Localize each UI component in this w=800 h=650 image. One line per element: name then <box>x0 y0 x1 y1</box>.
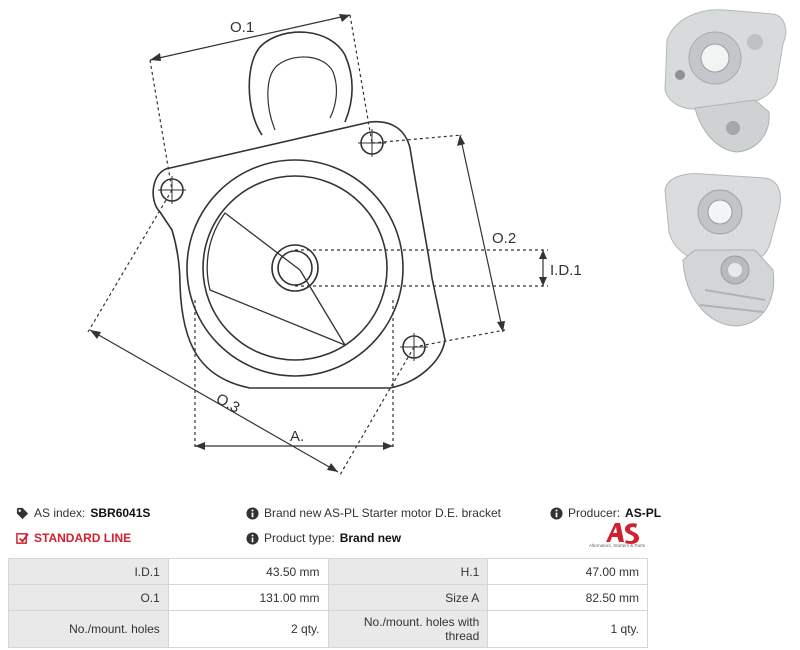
product-info: AS index: SBR6041S STANDARD LINE Brand n… <box>0 500 800 560</box>
bore-inner <box>277 250 313 286</box>
spec-value: 2 qty. <box>167 610 329 648</box>
top-loop-inner <box>267 56 338 131</box>
spec-value: 82.50 mm <box>487 584 648 611</box>
producer-row: Producer: AS-PL <box>550 506 661 520</box>
standard-line-label: STANDARD LINE <box>34 531 132 545</box>
bore-outer <box>271 244 319 292</box>
product-photo-bottom <box>664 173 781 327</box>
product-description: Brand new AS-PL Starter motor D.E. brack… <box>264 506 501 520</box>
standard-line-row: STANDARD LINE <box>16 531 131 545</box>
label-a: A. <box>290 428 304 445</box>
product-type-row: Product type: Brand new <box>246 531 401 545</box>
flange-outline <box>152 120 446 389</box>
label-o3: O.3 <box>213 390 242 416</box>
table-row: No./mount. holes 2 qty. No./mount. holes… <box>8 610 648 648</box>
label-id1: I.D.1 <box>550 262 582 279</box>
info-icon <box>246 506 259 520</box>
product-type-label: Product type: <box>264 531 335 545</box>
technical-drawing: O.1 O.2 O.3 I.D.1 A. <box>87 14 582 476</box>
spec-value: 131.00 mm <box>167 584 329 611</box>
top-loop <box>248 31 353 136</box>
info-icon <box>246 531 259 545</box>
spec-key: Size A <box>327 584 489 611</box>
spec-key: No./mount. holes <box>8 610 169 648</box>
as-index-row: AS index: SBR6041S <box>16 506 150 520</box>
product-photo-top <box>664 9 787 153</box>
producer-value: AS-PL <box>625 506 662 520</box>
spec-key: No./mount. holes with thread <box>327 610 489 648</box>
table-row: O.1 131.00 mm Size A 82.50 mm <box>8 584 648 611</box>
body-circle-inner <box>202 175 388 361</box>
as-logo <box>606 523 639 544</box>
as-index-label: AS index: <box>34 506 86 520</box>
description-row: Brand new AS-PL Starter motor D.E. brack… <box>246 506 501 520</box>
label-o1: O.1 <box>230 19 254 36</box>
table-row: I.D.1 43.50 mm H.1 47.00 mm <box>8 558 648 585</box>
product-type-value: Brand new <box>339 531 402 545</box>
spec-key: O.1 <box>8 584 169 611</box>
body-circle-outer <box>186 159 404 377</box>
spec-table: I.D.1 43.50 mm H.1 47.00 mm O.1 131.00 m… <box>8 558 648 648</box>
spec-value: 1 qty. <box>487 610 648 648</box>
checkbox-checked-icon <box>16 532 29 544</box>
spec-value: 47.00 mm <box>487 558 648 585</box>
info-icon <box>550 506 563 520</box>
producer-label: Producer: <box>568 506 621 520</box>
spec-key: H.1 <box>327 558 489 585</box>
label-o2: O.2 <box>492 230 516 247</box>
spec-value: 43.50 mm <box>167 558 329 585</box>
as-index-value: SBR6041S <box>90 506 151 520</box>
tag-icon <box>16 507 29 519</box>
spec-key: I.D.1 <box>8 558 169 585</box>
product-photos <box>664 9 787 327</box>
logo-tagline: Alternators, Starters & Parts <box>588 543 646 548</box>
sector-cutout <box>206 212 346 346</box>
